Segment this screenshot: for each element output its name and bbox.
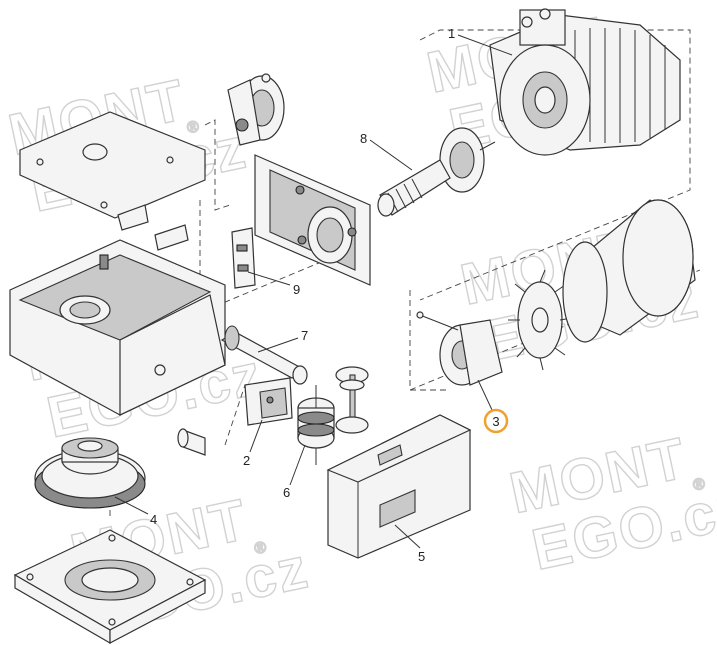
part-fan-cover-cylinder <box>562 199 696 343</box>
callout-7-label: 7 <box>301 328 308 343</box>
callout-5: 5 <box>418 549 425 564</box>
part-2-bracket-block <box>244 377 293 426</box>
callout-6: 6 <box>283 485 290 500</box>
part-7-drive-shaft <box>220 325 308 385</box>
callout-4: 4 <box>150 512 157 527</box>
part-top-cover-plate <box>19 111 206 219</box>
watermark-bottom-right: MONT EGO.cz ® <box>504 425 717 584</box>
watermark-registered-mark: ® <box>692 475 709 494</box>
callout-7: 7 <box>301 328 308 343</box>
callout-2-label: 2 <box>243 453 250 468</box>
watermark-registered-mark: ® <box>186 118 203 137</box>
callout-6-label: 6 <box>283 485 290 500</box>
part-4-large-gear <box>34 437 146 509</box>
callout-9: 9 <box>293 282 300 297</box>
part-base-plate <box>13 529 207 645</box>
part-5-cover <box>326 414 472 559</box>
callout-8: 8 <box>360 131 367 146</box>
callout-9-label: 9 <box>293 282 300 297</box>
callout-3-highlight-ring <box>483 408 509 434</box>
part-clips <box>117 204 189 251</box>
part-3-brake-unit <box>416 311 503 386</box>
leader-lines <box>114 34 513 549</box>
part-main-housing <box>9 239 226 416</box>
callout-5-label: 5 <box>418 549 425 564</box>
part-bushing <box>177 428 206 456</box>
part-cooling-fan <box>508 269 573 371</box>
part-9-bracket <box>231 227 256 289</box>
watermark-registered-mark: ® <box>253 538 270 557</box>
callout-2: 2 <box>243 453 250 468</box>
part-mounting-plate <box>254 154 371 286</box>
callout-3-label: 3 <box>492 414 499 429</box>
callout-3-highlighted: 3 <box>483 408 509 434</box>
part-6-cam-stack <box>297 385 335 465</box>
part-8-gear-shaft <box>377 127 496 217</box>
part-1-motor <box>489 8 681 156</box>
part-spool <box>335 366 369 434</box>
callout-8-label: 8 <box>360 131 367 146</box>
part-top-gear-assembly <box>227 73 285 146</box>
callout-4-label: 4 <box>150 512 157 527</box>
callout-1-label: 1 <box>448 26 455 41</box>
callout-1: 1 <box>448 26 455 41</box>
